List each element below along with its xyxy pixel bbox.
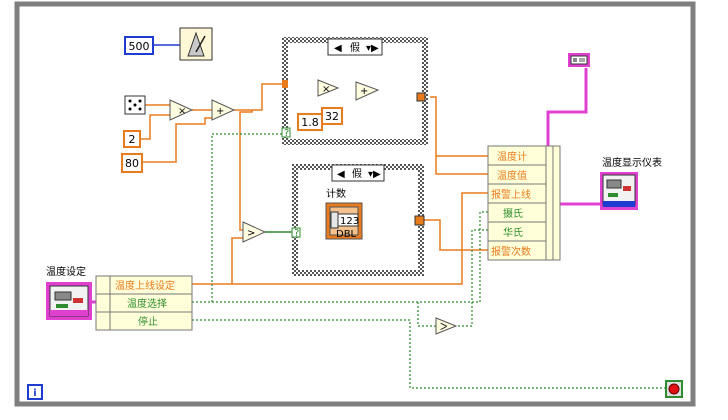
- case1-selector-terminal: [281, 127, 291, 138]
- unbundle-field-upper-limit: 温度上线设定: [115, 279, 175, 292]
- wire-select-not: [417, 302, 436, 327]
- svg-text:×: ×: [178, 106, 186, 117]
- wire-temp: [234, 83, 282, 111]
- svg-text:▾▶: ▾▶: [368, 169, 381, 180]
- wire-cluster-type: [546, 68, 588, 146]
- case-selector-2-label: 假: [352, 167, 362, 180]
- wire-select-c: [192, 211, 488, 303]
- wire-upper-limit: [192, 237, 243, 285]
- case-selector-1[interactable]: [327, 38, 383, 56]
- bundle-field-thermometer: 温度计: [497, 150, 527, 163]
- case1-multiply-node[interactable]: ×: [317, 79, 340, 97]
- wire-alarm-count: [424, 219, 488, 251]
- constant-80[interactable]: [121, 153, 143, 173]
- wire-select-case1: [211, 133, 288, 302]
- svg-text:?: ?: [294, 228, 299, 239]
- info-badge-label: i: [33, 388, 36, 399]
- bundle-field-fahrenheit: 华氏: [503, 226, 523, 239]
- svg-text:+: +: [216, 106, 224, 117]
- bundle-field-alarm-upper: 报警上线: [491, 188, 531, 201]
- cluster-input-label: 温度设定: [46, 265, 86, 278]
- constant-2[interactable]: [123, 130, 141, 148]
- wire-temp-value2: [435, 156, 488, 175]
- svg-text:◀: ◀: [337, 169, 345, 180]
- cluster-output-terminal[interactable]: [600, 172, 638, 210]
- bundle-by-name[interactable]: 温度计 温度值 报警上线 摄氏 华氏 报警次数: [487, 145, 561, 261]
- bundle-field-celsius: 摄氏: [503, 207, 523, 220]
- case-structure-2[interactable]: ◀ 假 ▾▶: [292, 164, 424, 276]
- constant-2-value: 2: [129, 133, 136, 146]
- svg-text:ᐳ: ᐳ: [440, 321, 447, 333]
- constant-1-8-value: 1.8: [301, 116, 319, 129]
- count-indicator-subtype: DBL: [336, 229, 357, 240]
- case1-add-node[interactable]: +: [355, 81, 380, 101]
- count-indicator-label: 计数: [326, 187, 346, 200]
- case1-output-tunnel: [416, 92, 426, 102]
- wait-ms-value: 500: [129, 40, 150, 53]
- svg-text:>: >: [247, 228, 255, 239]
- multiply-node[interactable]: ×: [169, 99, 194, 121]
- bundle-field-temp-value: 温度值: [497, 169, 527, 182]
- unbundle-by-name[interactable]: 温度上线设定 温度选择 停止: [95, 275, 193, 331]
- not-node[interactable]: ᐳ: [435, 317, 458, 335]
- count-indicator[interactable]: 123 DBL: [325, 202, 363, 240]
- cluster-type-constant[interactable]: [568, 53, 590, 67]
- cluster-output-label: 温度显示仪表: [602, 156, 662, 169]
- case2-selector-terminal: [291, 227, 301, 238]
- greater-than-node[interactable]: >: [242, 221, 267, 243]
- bundle-field-alarm-count: 报警次数: [491, 245, 531, 258]
- constant-32-value: 32: [325, 110, 339, 123]
- wire-temp-compare: [239, 110, 253, 231]
- unbundle-field-select: 温度选择: [127, 297, 167, 310]
- dice-icon[interactable]: [124, 95, 146, 115]
- cluster-input-terminal[interactable]: [46, 282, 92, 320]
- add-node[interactable]: +: [211, 99, 236, 121]
- constant-32[interactable]: [321, 107, 343, 125]
- constant-80-value: 80: [125, 157, 139, 170]
- svg-text:◀: ◀: [334, 43, 342, 54]
- wire-const2: [140, 114, 170, 140]
- svg-text:+: +: [360, 86, 368, 97]
- svg-text:?: ?: [284, 128, 289, 139]
- wire-select-f: [458, 229, 488, 327]
- wire-upper-to-bundle: [232, 192, 488, 285]
- count-indicator-type: 123: [340, 216, 359, 227]
- stop-terminal[interactable]: [665, 380, 683, 398]
- case-selector-2[interactable]: [331, 164, 385, 182]
- svg-text:▾▶: ▾▶: [366, 43, 379, 54]
- svg-text:×: ×: [322, 84, 330, 95]
- case1-input-tunnel: [282, 80, 288, 88]
- wire-thermo: [430, 96, 488, 157]
- wire-const80: [142, 117, 212, 163]
- wire-stop: [192, 319, 666, 389]
- while-loop-frame[interactable]: [14, 1, 696, 407]
- unbundle-field-stop: 停止: [138, 315, 158, 328]
- loop-iteration-terminal[interactable]: [27, 384, 43, 400]
- case2-output-tunnel: [414, 215, 425, 226]
- case-selector-1-label: 假: [350, 41, 360, 54]
